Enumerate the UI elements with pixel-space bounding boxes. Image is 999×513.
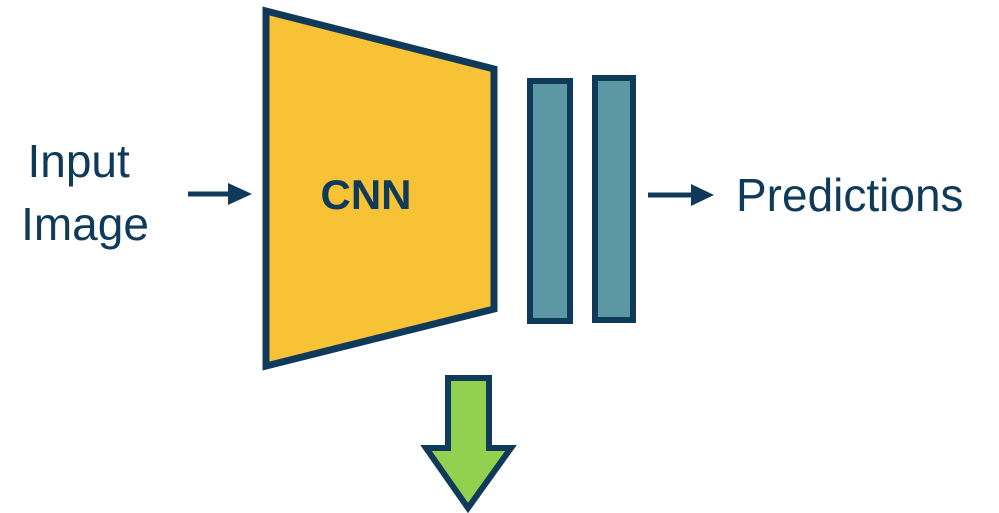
cnn-label: CNN <box>321 171 412 218</box>
fc-layer-2 <box>592 75 636 323</box>
cnn-block <box>262 6 498 371</box>
input-label-line2: Image <box>21 198 149 250</box>
input-arrow <box>188 183 252 205</box>
output-arrow <box>648 184 714 206</box>
down-arrow <box>420 375 517 513</box>
predictions-label: Predictions <box>736 169 964 221</box>
fc-layer-1 <box>527 78 573 324</box>
input-label-line1: Input <box>27 135 130 187</box>
input-label: Input Image <box>21 135 149 250</box>
